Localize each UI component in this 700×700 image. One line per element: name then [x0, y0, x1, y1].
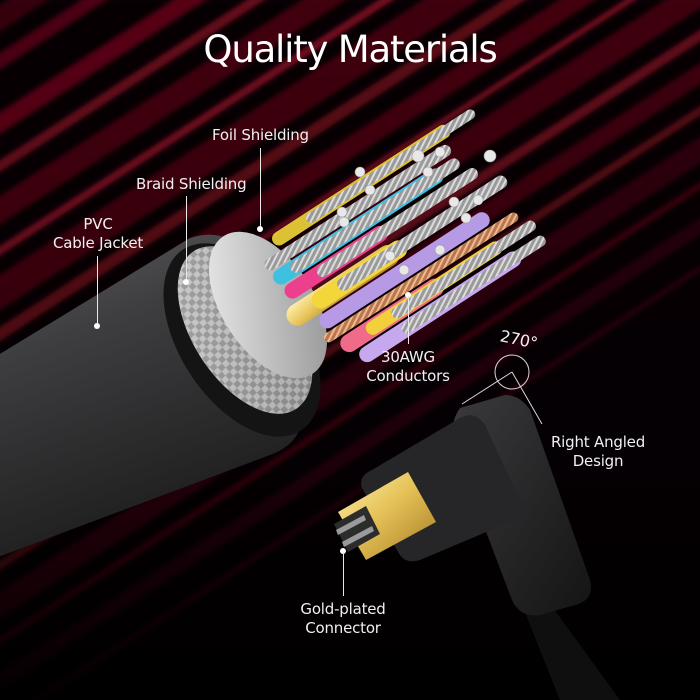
angle-indicator — [461, 354, 543, 425]
foil-pointer-dot — [257, 226, 263, 232]
hdmi-connector — [334, 395, 620, 700]
foil-shielding-label: Foil Shielding — [212, 126, 309, 144]
right-angled-label: Right Angled Design — [550, 433, 646, 470]
awg-leader-line — [408, 296, 409, 344]
page-title: Quality Materials — [203, 28, 497, 71]
awg-pointer-dot — [405, 292, 411, 298]
pvc-leader-line — [97, 256, 98, 324]
foil-leader-line — [260, 148, 261, 228]
gold-plated-label: Gold-plated Connector — [300, 600, 386, 637]
conductors — [264, 109, 546, 363]
gold-pointer-dot — [340, 548, 346, 554]
pvc-jacket-label: PVC Cable Jacket — [52, 215, 144, 252]
pvc-pointer-dot — [94, 323, 100, 329]
braid-leader-line — [186, 196, 187, 280]
braid-pointer-dot — [183, 279, 189, 285]
gold-leader-line — [343, 552, 344, 596]
braid-shielding-label: Braid Shielding — [136, 175, 247, 193]
awg-conductors-label: 30AWG Conductors — [366, 348, 450, 385]
